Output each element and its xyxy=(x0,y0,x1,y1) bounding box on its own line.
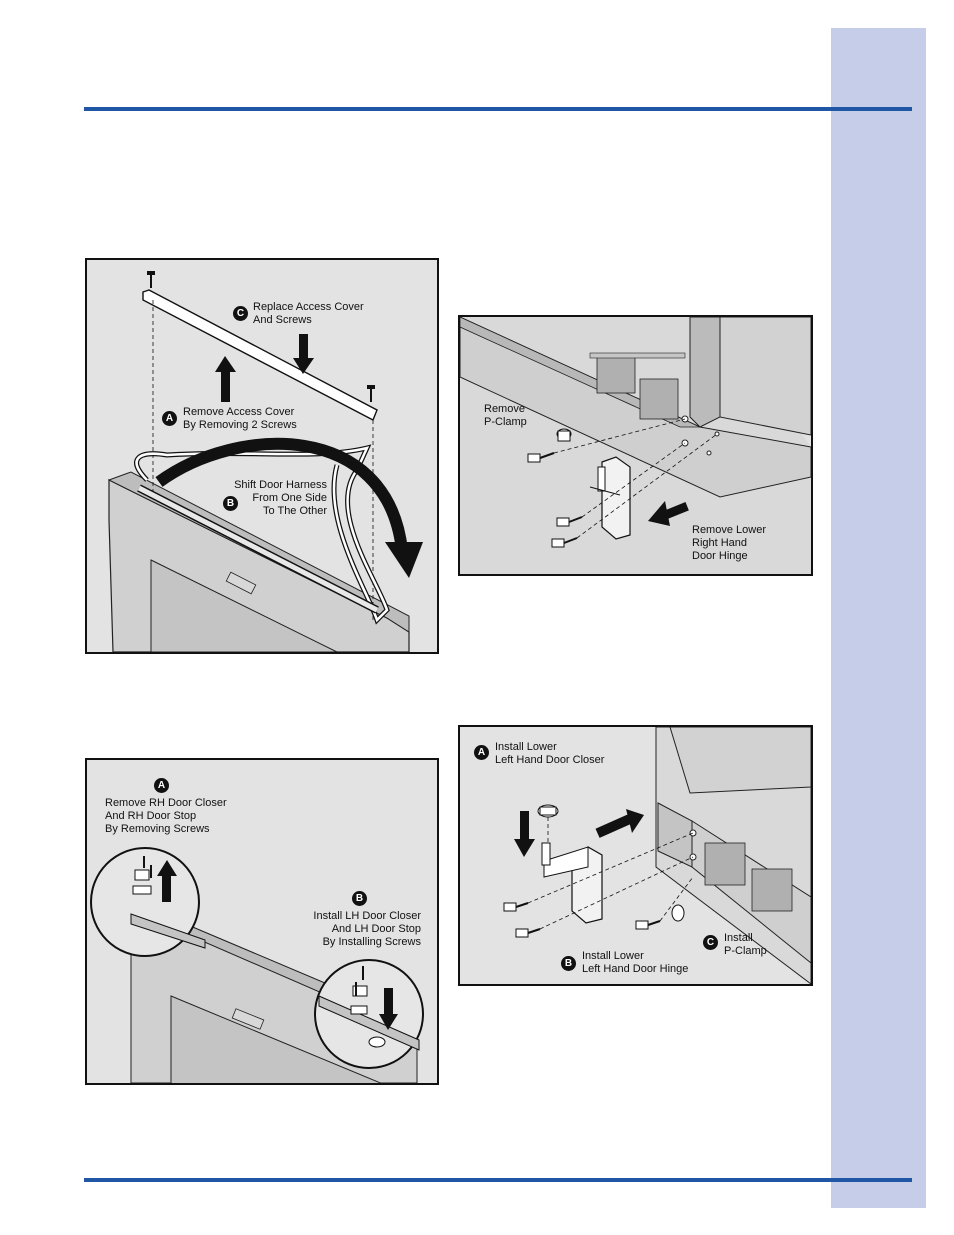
figure-access-cover: C Replace Access Cover And Screws A Remo… xyxy=(85,258,439,654)
step-a-label: Remove RH Door Closer And RH Door Stop B… xyxy=(105,797,227,835)
step-b-badge: B xyxy=(223,496,238,511)
pclamp-label: Remove P-Clamp xyxy=(484,403,527,428)
step-a-badge: A xyxy=(162,411,177,426)
hinge-label: Remove Lower Right Hand Door Hinge xyxy=(692,524,766,562)
step-c-badge: C xyxy=(233,306,248,321)
step-c-badge: C xyxy=(703,935,718,950)
side-tab xyxy=(831,28,926,1208)
door-closer-illustration xyxy=(90,847,424,1083)
figure-remove-hinge: Remove P-Clamp Remove Lower Right Hand D… xyxy=(458,315,813,576)
step-a-badge: A xyxy=(474,745,489,760)
remove-hinge-illustration xyxy=(460,317,811,574)
step-b-label: Install Lower Left Hand Door Hinge xyxy=(582,950,689,975)
access-cover-illustration xyxy=(107,271,423,652)
step-b-badge: B xyxy=(561,956,576,971)
step-a-label: Remove Access Cover By Removing 2 Screws xyxy=(183,406,297,431)
step-c-label: Replace Access Cover And Screws xyxy=(253,301,364,326)
step-b-label: Shift Door Harness From One Side To The … xyxy=(234,479,327,517)
step-c-label: Install P-Clamp xyxy=(724,932,767,957)
install-hinge-illustration xyxy=(503,727,811,984)
top-rule xyxy=(84,107,912,111)
figure-install-hinge: A Install Lower Left Hand Door Closer B … xyxy=(458,725,813,986)
step-b-badge: B xyxy=(352,891,367,906)
step-b-label: Install LH Door Closer And LH Door Stop … xyxy=(313,910,421,948)
step-a-label: Install Lower Left Hand Door Closer xyxy=(495,741,605,766)
step-a-badge: A xyxy=(154,778,169,793)
bottom-rule xyxy=(84,1178,912,1182)
figure-door-closer: A Remove RH Door Closer And RH Door Stop… xyxy=(85,758,439,1085)
